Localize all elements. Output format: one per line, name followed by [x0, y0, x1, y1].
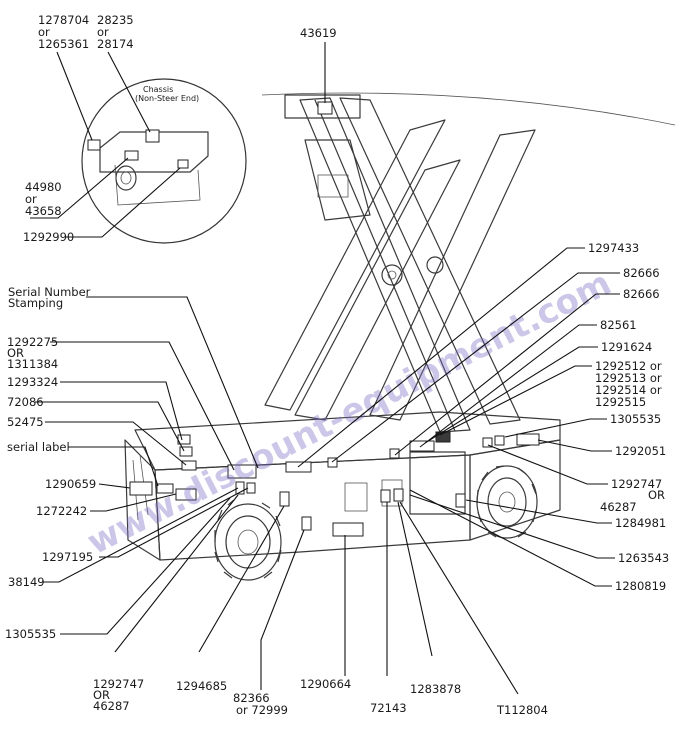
label-1292990: 1292990 — [23, 230, 74, 244]
decal-1278704 — [87, 139, 101, 151]
label-1294685: 1294685 — [176, 679, 227, 693]
decal-44980 — [124, 150, 139, 161]
wheels — [214, 465, 538, 581]
decal-1292275 — [227, 464, 257, 479]
label-1292747-right: 1292747 — [611, 477, 662, 491]
label-52475: 52475 — [7, 415, 44, 429]
decal-43619 — [317, 101, 333, 115]
decal-1292990 — [177, 159, 189, 169]
label-1291624: 1291624 — [601, 340, 652, 354]
decal-1290664 — [332, 522, 364, 537]
leader-lines — [30, 42, 620, 695]
label-1297433: 1297433 — [588, 241, 639, 255]
label-1293324: 1293324 — [7, 375, 58, 389]
inset-title: Chassis — [143, 85, 173, 94]
decal-82666-b — [389, 448, 400, 459]
label-1305535-right: 1305535 — [610, 412, 661, 426]
decal-82666-a — [327, 457, 338, 468]
decal-38149 — [235, 481, 245, 495]
scissor-arms — [264, 94, 536, 433]
decal-1294685 — [279, 491, 290, 507]
label-1297195: 1297195 — [42, 550, 93, 564]
decal-72086 — [179, 446, 193, 457]
label-82561: 82561 — [600, 318, 637, 332]
label-82666-a: 82666 — [623, 266, 660, 280]
decal-1292051 — [516, 433, 540, 446]
label-1290659: 1290659 — [45, 477, 96, 491]
label-1292051: 1292051 — [615, 444, 666, 458]
label-T112804: T112804 — [496, 703, 548, 717]
chassis-inset: Chassis (Non-Steer End) — [81, 78, 247, 244]
platform-arc — [261, 92, 675, 126]
decal-28235 — [145, 129, 160, 143]
label-1272242: 1272242 — [36, 504, 87, 518]
inset-subtitle: (Non-Steer End) — [135, 94, 199, 103]
label-serial-label: serial label — [7, 440, 70, 454]
label-1284981: 1284981 — [615, 516, 666, 530]
label-72143: 72143 — [370, 701, 407, 715]
label-82666-b: 82666 — [623, 287, 660, 301]
decal-1290659 — [129, 481, 153, 496]
label-38149: 38149 — [8, 575, 45, 589]
decal-1305535-right — [494, 435, 505, 446]
decal-72143 — [380, 489, 391, 503]
decal-1284981 — [455, 493, 466, 508]
decal-1283878 — [393, 488, 404, 502]
decal-52475 — [181, 460, 197, 471]
label-1263543: 1263543 — [618, 551, 669, 565]
label-1290664: 1290664 — [300, 677, 351, 691]
label-46287-right: 46287 — [600, 500, 637, 514]
label-1283878: 1283878 — [410, 682, 461, 696]
label-1305535-left: 1305535 — [5, 627, 56, 641]
label-or: OR — [648, 488, 665, 502]
decal-1292747-right — [482, 437, 493, 448]
label-72086: 72086 — [7, 395, 44, 409]
label-43619: 43619 — [300, 26, 337, 40]
decal-82366 — [301, 516, 312, 531]
decal-serial-label — [156, 483, 174, 494]
label-1280819: 1280819 — [615, 579, 666, 593]
